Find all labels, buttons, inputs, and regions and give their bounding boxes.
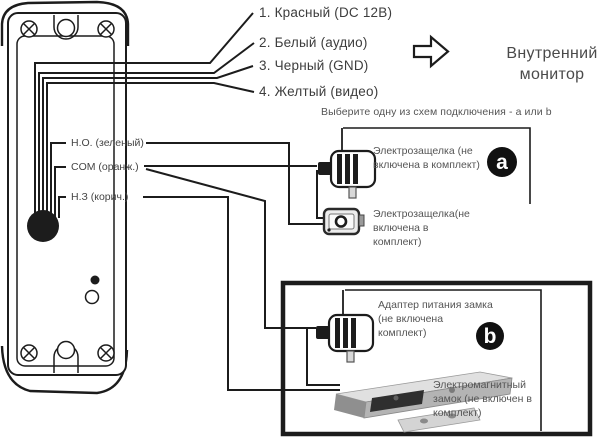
wire-label-red: 1. Красный (DC 12В) bbox=[259, 5, 393, 20]
wire-no-stub bbox=[50, 142, 66, 218]
wire-red bbox=[34, 12, 254, 215]
wire-white bbox=[38, 42, 255, 215]
scheme-b-item1-line1: Адаптер питания замка bbox=[378, 299, 493, 311]
wire-label-white: 2. Белый (аудио) bbox=[259, 35, 368, 50]
monitor-callout-line2: монитор bbox=[519, 65, 585, 83]
camera-lens bbox=[27, 210, 59, 242]
scheme-b-box bbox=[280, 280, 593, 437]
mounting-screws bbox=[20, 20, 115, 362]
bottom-notch bbox=[53, 340, 79, 373]
scheme-b-item1-label: Адаптер питания замка (не включена компл… bbox=[378, 299, 493, 341]
terminal-label-com: COM (оранж.) bbox=[71, 161, 139, 173]
wire-nc-stub bbox=[58, 196, 66, 218]
scheme-a-item2-line3: комплект) bbox=[373, 235, 422, 248]
scheme-a-item2-line1: Электрозащелка(не bbox=[373, 208, 470, 220]
wire-adapter-lock bbox=[306, 328, 340, 386]
terminal-label-no: Н.О. (зеленый) bbox=[71, 137, 144, 149]
wire-label-yellow: 4. Желтый (видео) bbox=[259, 84, 379, 99]
power-adapter-icon bbox=[316, 313, 375, 363]
screw-icon bbox=[20, 344, 38, 362]
wire-black bbox=[42, 65, 254, 215]
scheme-b-badge: b bbox=[476, 322, 504, 350]
scheme-a-frame bbox=[343, 127, 531, 204]
scheme-a-item1-line1: Электрозащелка (не bbox=[373, 145, 473, 157]
scheme-a-item2-label: Электрозащелка(не включена в комплект) bbox=[373, 208, 470, 250]
wire-adapter-latch bbox=[316, 170, 325, 219]
screw-icon bbox=[97, 20, 115, 38]
call-button bbox=[84, 289, 100, 305]
wire-no-run bbox=[146, 142, 325, 225]
scheme-a-item1-label: Электрозащелка (не включена в комплект) bbox=[373, 145, 480, 173]
instruction-text: Выберите одну из схем подключения - a ил… bbox=[321, 106, 552, 118]
scheme-b bbox=[280, 280, 593, 437]
scheme-b-item2-line3: комплект) bbox=[433, 406, 482, 419]
wire-nc-run bbox=[143, 196, 340, 391]
screw-icon bbox=[97, 344, 115, 362]
scheme-b-frame bbox=[345, 289, 542, 431]
top-notch bbox=[53, 15, 79, 40]
led-dot bbox=[90, 275, 100, 285]
scheme-b-item1-line3: комплект) bbox=[378, 326, 427, 339]
door-station-illustration bbox=[0, 0, 130, 395]
scheme-b-item2-line1: Электромагнитный bbox=[433, 379, 526, 391]
monitor-callout-line1: Внутренний bbox=[506, 45, 598, 62]
scheme-a-item1-line2: включена в комплект) bbox=[373, 158, 480, 171]
wire-label-black: 3. Черный (GND) bbox=[259, 58, 369, 73]
scheme-b-item1-line2: (не включена bbox=[378, 312, 444, 325]
scheme-b-item2-label: Электромагнитный замок (не включен в ком… bbox=[433, 379, 532, 421]
scheme-a bbox=[318, 127, 531, 236]
arrow-right-icon bbox=[412, 34, 450, 69]
wire-com-branch-b bbox=[145, 168, 316, 329]
screw-icon bbox=[20, 20, 38, 38]
monitor-callout: Внутренний монитор bbox=[496, 44, 602, 86]
electromagnetic-lock-icon bbox=[334, 371, 513, 433]
electric-latch-icon bbox=[322, 207, 365, 236]
connection-wires bbox=[143, 142, 340, 391]
wire-yellow bbox=[46, 82, 255, 215]
wire-com-stub bbox=[54, 166, 66, 218]
power-adapter-icon bbox=[318, 149, 377, 199]
panel-top-visor bbox=[0, 0, 130, 46]
wire-bundle bbox=[34, 12, 255, 218]
scheme-a-badge: a bbox=[487, 147, 517, 177]
scheme-b-item2-line2: замок (не включен в bbox=[433, 392, 532, 405]
panel-outer-face bbox=[7, 12, 127, 376]
terminal-label-nc: Н.З (корич.) bbox=[71, 191, 129, 203]
scheme-a-item2-line2: включена в bbox=[373, 221, 429, 234]
